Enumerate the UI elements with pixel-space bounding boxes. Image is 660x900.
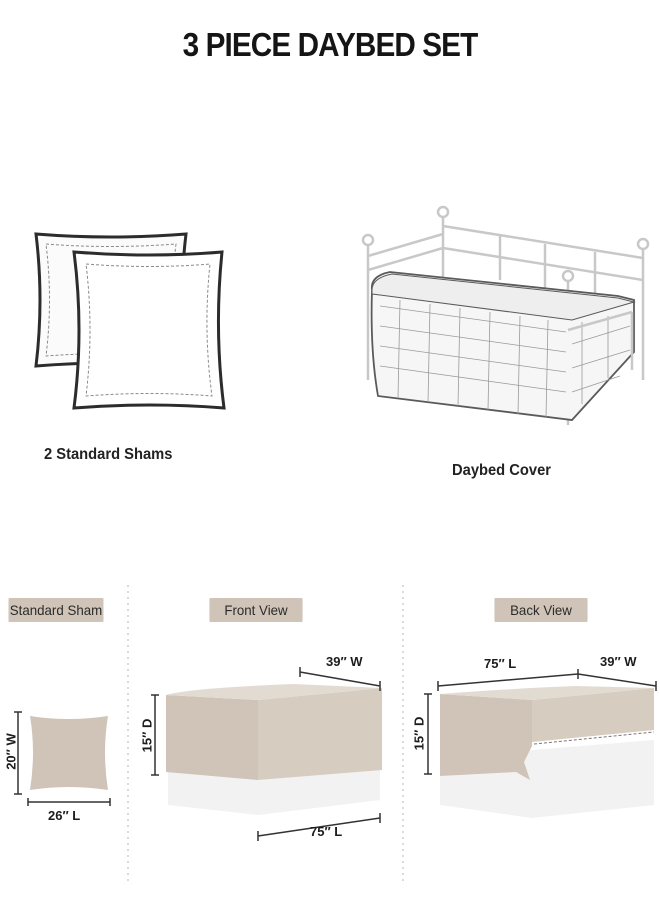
front-width-label: 39″ W xyxy=(326,654,363,669)
front-view-diagram xyxy=(151,667,382,841)
sham-front xyxy=(72,250,226,410)
tag-standard-sham: Standard Sham xyxy=(8,598,104,622)
tag-front-view: Front View xyxy=(209,598,303,622)
back-depth-label: 15″ D xyxy=(411,716,427,751)
sham-width-label: 20″ W xyxy=(3,733,19,770)
front-depth-label: 15″ D xyxy=(139,718,155,753)
shams-caption: 2 Standard Shams xyxy=(44,446,173,463)
back-view-diagram xyxy=(424,669,657,818)
cover-caption: Daybed Cover xyxy=(452,462,551,479)
page-title: 3 PIECE DAYBED SET xyxy=(182,26,479,63)
sham-length-label: 26″ L xyxy=(48,808,81,823)
tag-back-view: Back View xyxy=(494,598,588,622)
front-length-label: 75″ L xyxy=(310,824,343,839)
sham-diagram xyxy=(14,711,111,806)
back-length-label: 75″ L xyxy=(484,656,517,671)
back-width-label: 39″ W xyxy=(600,654,637,669)
daybed-cover xyxy=(370,271,636,421)
